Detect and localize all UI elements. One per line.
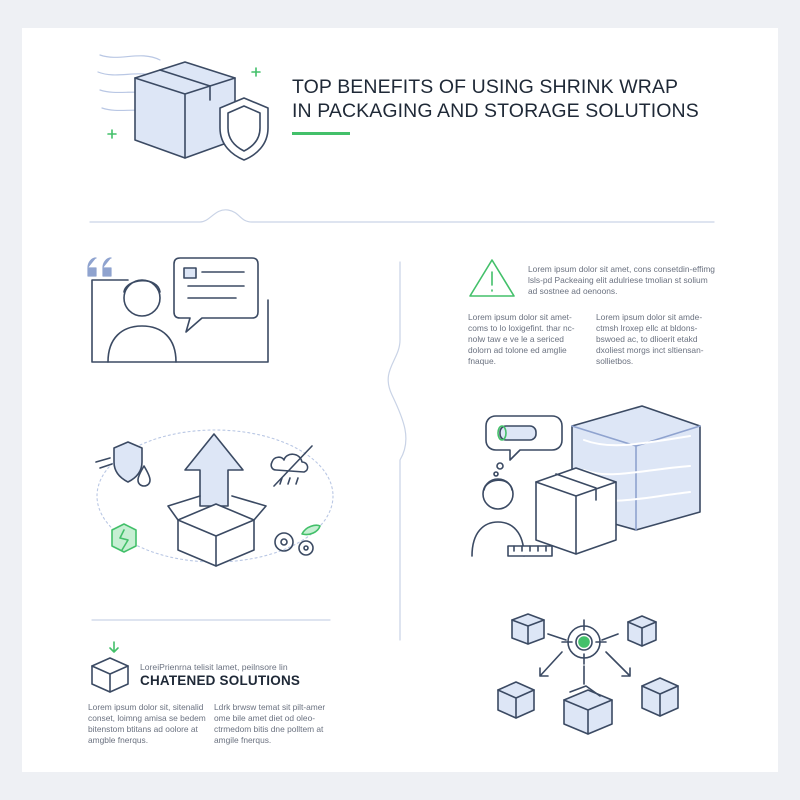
distribution-network-icon — [497, 613, 679, 735]
chained-box-icon — [91, 641, 129, 693]
warning-text: Lorem ipsum dolor sit amet, cons consetd… — [528, 264, 715, 296]
title-line-1: TOP BENEFITS OF USING SHRINK WRAP — [292, 76, 679, 98]
testimonial-icon — [87, 257, 269, 363]
bottom-col1-text: Lorem ipsum dolor sit, sitenalid conset,… — [88, 702, 206, 745]
infographic-card — [22, 28, 778, 772]
storage-icon — [471, 405, 701, 557]
bottom-col2-text: Ldrk brwsw temat sit pilt-amer ome bile … — [214, 702, 326, 745]
protection-cluster-icon — [95, 429, 334, 567]
vertical-wave-divider — [387, 261, 407, 641]
title-line-2: IN PACKAGING AND STORAGE SOLUTIONS — [292, 100, 699, 122]
bottom-kicker: LoreiPrienrna telisit lamet, peilnsore l… — [140, 662, 288, 672]
warning-icon — [469, 259, 515, 297]
column-right-text: Lorem ipsum dolor sit amde-ctmsh lroxep … — [596, 312, 704, 366]
header-box-shield-icon — [97, 54, 269, 161]
page-title: TOP BENEFITS OF USING SHRINK WRAP IN PAC… — [292, 75, 732, 123]
bottom-heading: CHATENED SOLUTIONS — [140, 673, 301, 688]
wave-divider — [89, 209, 715, 223]
column-left-text: Lorem ipsum dolor sit amet-coms to lo lo… — [468, 312, 575, 366]
title-accent-bar — [292, 132, 350, 135]
